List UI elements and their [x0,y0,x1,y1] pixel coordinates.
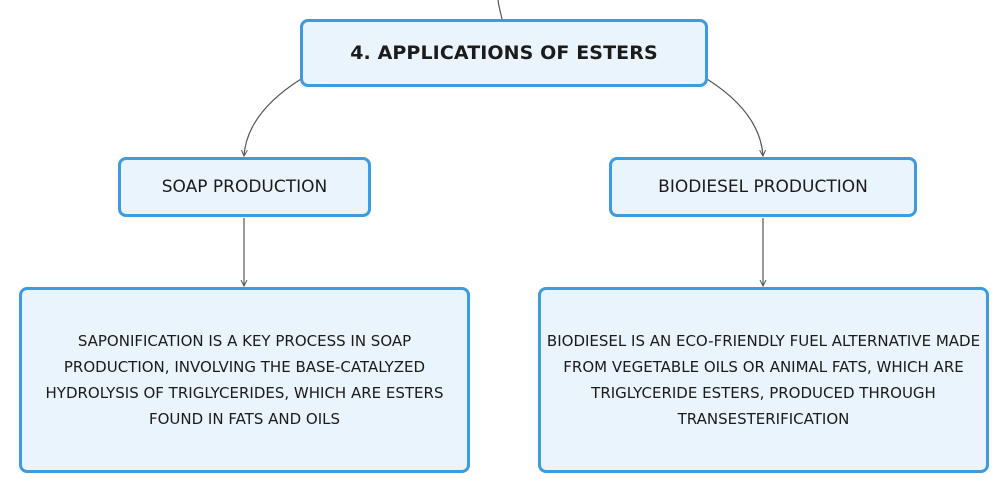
connector-root-to-biodiesel [706,78,763,156]
biodiesel-production-detail-node[interactable]: BIODIESEL IS AN ECO-FRIENDLY FUEL ALTERN… [538,287,989,473]
soap-production-detail-text: SAPONIFICATION IS A KEY PROCESS IN SOAP … [45,332,444,428]
root-node-label: 4. APPLICATIONS OF ESTERS [350,42,658,64]
soap-production-label: SOAP PRODUCTION [161,177,328,197]
incoming-connector [497,0,503,20]
soap-production-detail-node[interactable]: SAPONIFICATION IS A KEY PROCESS IN SOAP … [19,287,470,473]
biodiesel-production-node[interactable]: BIODIESEL PRODUCTION [609,157,917,217]
biodiesel-production-detail-text: BIODIESEL IS AN ECO-FRIENDLY FUEL ALTERN… [546,332,981,428]
soap-production-node[interactable]: SOAP PRODUCTION [118,157,371,217]
biodiesel-production-label: BIODIESEL PRODUCTION [658,177,868,197]
connector-root-to-soap [244,78,302,156]
root-node[interactable]: 4. APPLICATIONS OF ESTERS [300,19,708,87]
